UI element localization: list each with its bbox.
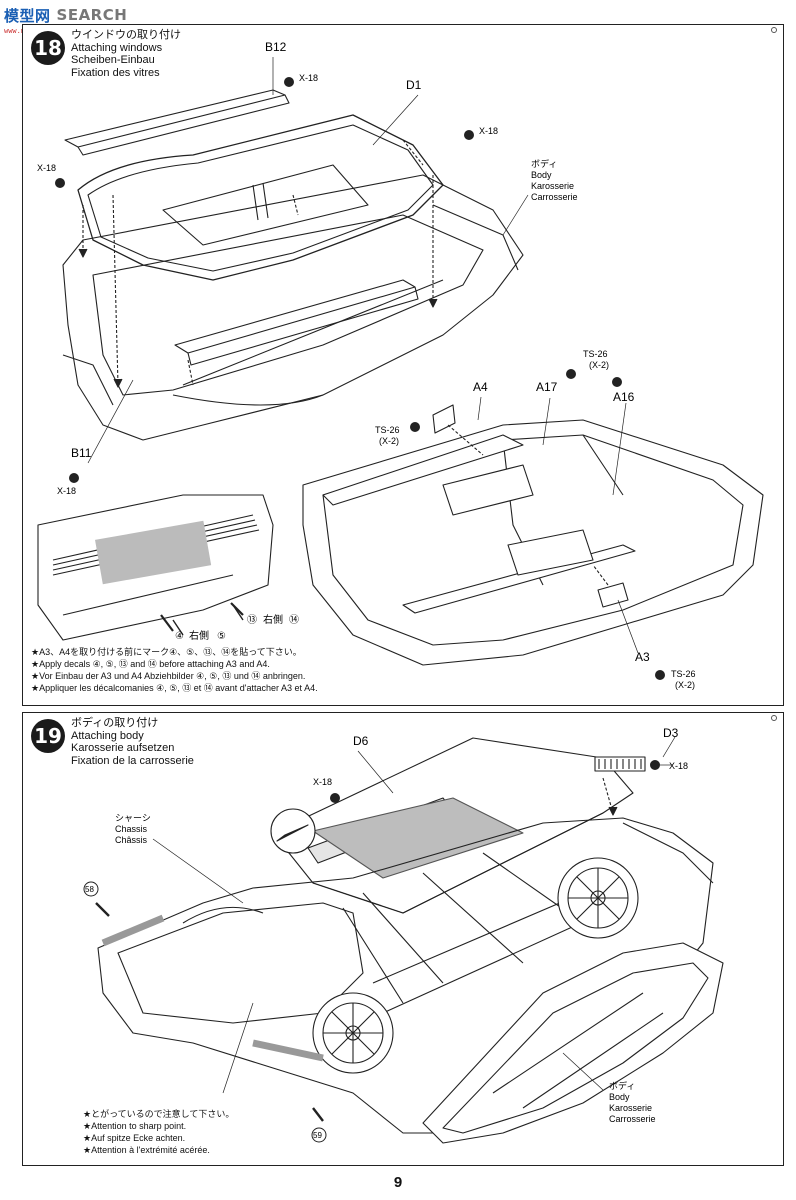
label-d3: D3 [663,726,679,740]
step-18-title-en: Attaching windows [71,41,163,54]
corner-mark [771,27,777,33]
label-body-fr: Carrosserie [531,192,578,202]
step-19-title-jp: ボディの取り付け [71,717,159,729]
label-decal-59: 59 [313,1131,322,1140]
label-body-en: Body [531,170,552,180]
shaded-panel [312,797,524,879]
upper-body-shell [62,174,524,441]
label-x2-left: (X-2) [379,436,399,446]
part-a4 [432,404,456,434]
label-decal-14: ⑭ [289,614,299,626]
label-b12: B12 [265,40,287,54]
step-18-drawing: B12 D1 B11 A4 A17 A16 A3 X-18 X-18 X-18 … [37,40,764,690]
label-ts26-left: TS-26 [375,425,400,435]
step-18-note-fr: ★Appliquer les décalcomanies ④, ⑤, ⑬ et … [31,683,318,693]
label-body-de: Karosserie [609,1103,652,1113]
arrow-decal-58 [95,902,110,917]
step-19-number: 19 [31,719,65,753]
paint-marker-ts26-left [410,422,420,432]
paint-marker-x18-b11 [69,473,79,483]
label-chassis-fr: Châssis [115,835,148,845]
side-panel-detail [37,494,274,641]
paint-marker-x18-d1 [464,130,474,140]
step-18-panel: 18 ウインドウの取り付け Attaching windows Scheiben… [22,24,784,706]
watermark-brand: 模型网 [4,6,51,25]
label-x18-d3: X-18 [669,761,688,771]
step-19-title-en: Attaching body [71,729,144,742]
step-19-note-en: ★Attention to sharp point. [83,1121,187,1131]
body-shell [422,942,724,1144]
label-decal-58: 58 [85,885,94,894]
label-x18-left: X-18 [37,163,56,173]
step-18-title-fr: Fixation des vitres [71,66,160,79]
step-19-title-de: Karosserie aufsetzen [71,742,175,754]
label-decal-5: ⑤ [217,631,226,642]
arrow-decal-13 [230,602,244,616]
arrow-decal-4 [160,614,174,632]
label-x18-b12: X-18 [299,73,318,83]
label-body-de: Karosserie [531,181,574,191]
label-d1: D1 [406,78,422,92]
label-body-fr: Carrosserie [609,1114,656,1124]
label-b11: B11 [71,446,92,460]
label-right-side-a: 右側 [189,629,209,642]
paint-markers [55,77,665,680]
label-body-en: Body [609,1092,630,1102]
label-x18-d6: X-18 [313,777,332,787]
label-a17: A17 [536,380,558,394]
label-x2-top: (X-2) [589,360,609,370]
label-x2-a3: (X-2) [675,680,695,690]
page-number: 9 [393,1174,403,1191]
step-18-note-jp: ★A3、A4を取り付ける前にマーク④、⑤、⑬、⑭を貼って下さい。 [31,647,302,657]
step-18-note-de: ★Vor Einbau der A3 und A4 Abziehbilder ④… [31,671,306,681]
watermark-logo: 模型网 SEARCH [4,2,127,28]
paint-marker-ts26-top-b [612,377,622,387]
step-18-number: 18 [31,31,65,65]
step-18-title: ウインドウの取り付け Attaching windows Scheiben-Ei… [71,29,181,79]
step-18-title-jp: ウインドウの取り付け [71,29,181,41]
label-body-jp: ボディ [531,158,557,169]
step-19-drawing: D6 D3 X-18 X-18 シャーシ Chassis Châssis ボディ… [83,726,724,1144]
paint-marker-x18-d3 [650,760,660,770]
label-chassis-en: Chassis [115,824,148,834]
step-19-title: ボディの取り付け Attaching body Karosserie aufse… [71,717,194,767]
corner-mark [771,715,777,721]
paint-marker-ts26-a3 [655,670,665,680]
paint-marker-ts26-top [566,369,576,379]
label-decal-4: ④ [175,631,184,642]
step-19-note-jp: ★とがっているので注意して下さい。 [83,1109,235,1119]
label-decal-13: ⑬ [247,614,257,626]
watermark-search: SEARCH [56,6,128,24]
part-a3 [597,582,629,608]
label-a4: A4 [473,380,488,394]
part-b11 [174,279,416,354]
label-ts26-a3: TS-26 [671,669,696,679]
step-19-note-de: ★Auf spitze Ecke achten. [83,1133,186,1143]
label-a16: A16 [613,390,635,404]
arrow-decal-59 [312,1107,324,1122]
label-d6: D6 [353,734,369,748]
label-a3: A3 [635,650,650,664]
step-18-title-de: Scheiben-Einbau [71,54,155,66]
label-body-jp: ボディ [609,1080,635,1091]
label-x18-d1: X-18 [479,126,498,136]
part-d3 [594,756,646,772]
label-chassis-jp: シャーシ [115,813,151,823]
label-x18-b11: X-18 [57,486,76,496]
part-b12 [64,89,286,148]
paint-marker-x18-d6 [330,793,340,803]
label-ts26-top: TS-26 [583,349,608,359]
step-19-title-fr: Fixation de la carrosserie [71,754,194,767]
step-19-note-fr: ★Attention à l'extrémité acérée. [83,1145,210,1155]
step-19-panel: 19 ボディの取り付け Attaching body Karosserie au… [22,712,784,1166]
label-right-side-b: 右側 [263,613,283,626]
paint-marker-x18-left [55,178,65,188]
lower-body [302,419,764,666]
window-d1 [77,114,444,281]
paint-marker-x18-b12 [284,77,294,87]
step-18-note-en: ★Apply decals ④, ⑤, ⑬ and ⑭ before attac… [31,659,270,669]
